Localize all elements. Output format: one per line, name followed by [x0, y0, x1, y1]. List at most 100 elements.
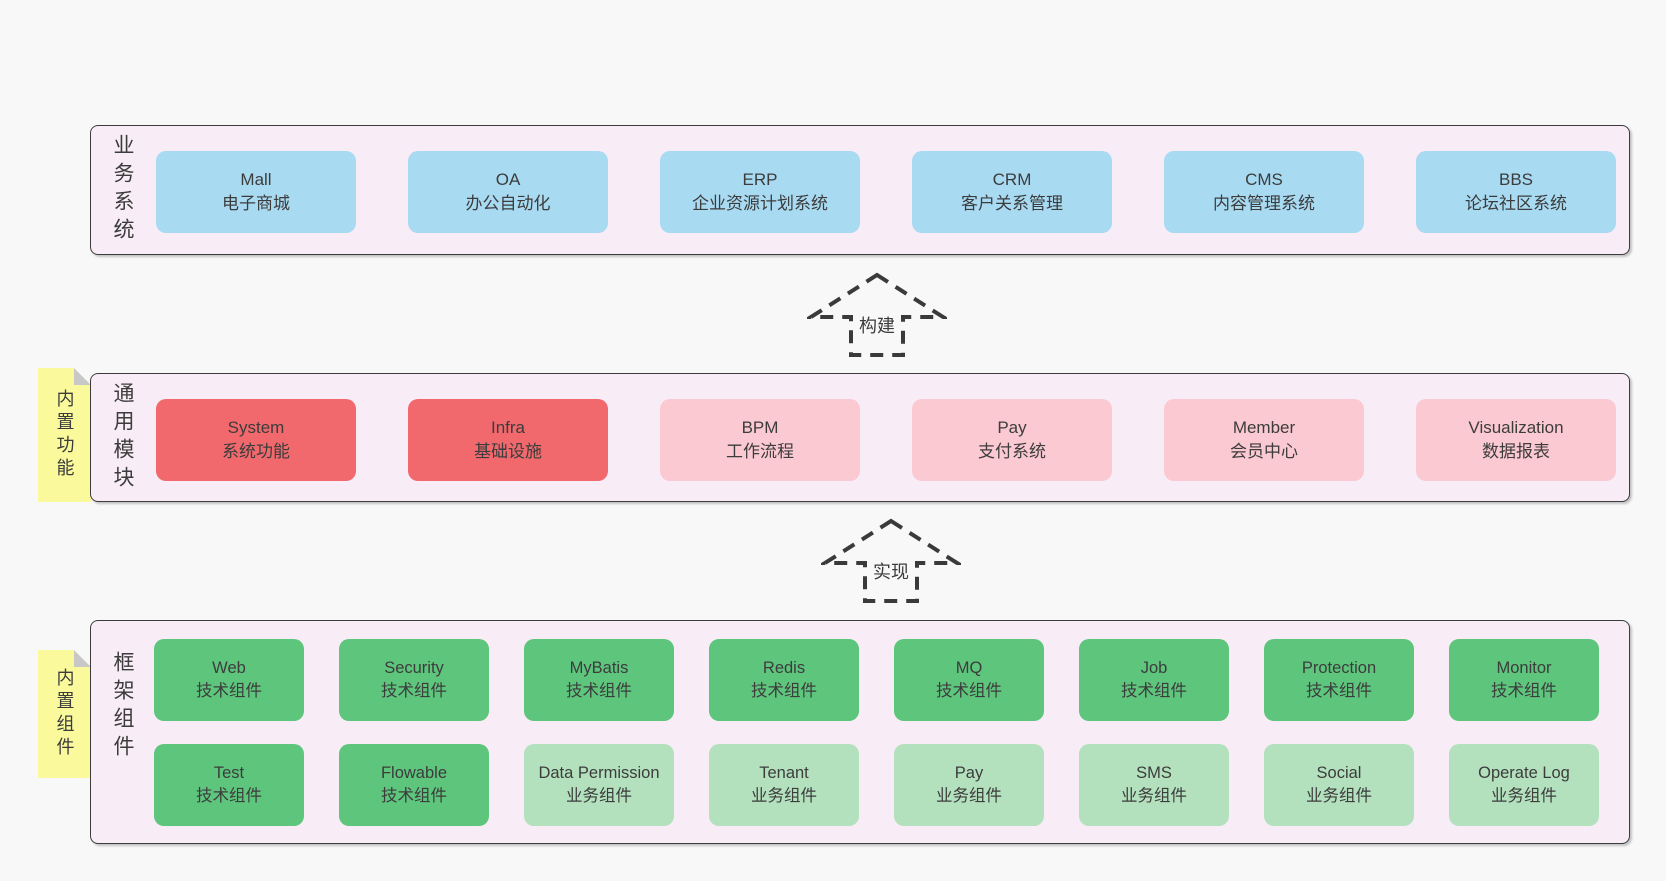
box-title: Member	[1232, 417, 1296, 437]
box-subtitle: 业务组件	[1306, 787, 1372, 805]
band-framework-components: 框架组件 Web 技术组件 Security 技术组件 MyBatis 技术组件…	[90, 620, 1630, 844]
box-subtitle: 技术组件	[381, 787, 447, 805]
business-systems-label: 业务系统	[111, 134, 134, 246]
band-common-modules: 通用模块 System 系统功能 Infra 基础设施 BPM 工作流程 Pay…	[90, 373, 1630, 502]
component-box-web: Web 技术组件	[154, 639, 304, 721]
box-subtitle: 技术组件	[1121, 682, 1187, 700]
box-subtitle: 业务组件	[1491, 787, 1557, 805]
box-title: CMS	[1245, 169, 1283, 189]
box-title: Protection	[1301, 659, 1377, 678]
box-title: BPM	[741, 417, 779, 437]
box-title: System	[227, 417, 285, 437]
component-box-test: Test 技术组件	[154, 744, 304, 826]
box-title: Mall	[240, 169, 272, 189]
box-subtitle: 内容管理系统	[1213, 194, 1315, 213]
module-box-member: Member 会员中心	[1164, 399, 1364, 481]
component-box-protection: Protection 技术组件	[1264, 639, 1414, 721]
note-fold-corner	[74, 650, 91, 667]
box-subtitle: 办公自动化	[465, 194, 551, 213]
box-title: Flowable	[380, 764, 448, 783]
system-box-bbs: BBS 论坛社区系统	[1416, 151, 1616, 233]
system-box-cms: CMS 内容管理系统	[1164, 151, 1364, 233]
build-arrow: 构建	[807, 272, 947, 358]
box-title: ERP	[742, 169, 778, 189]
sticky-note-builtin-features: 内置功能	[38, 368, 91, 502]
box-title: Operate Log	[1478, 764, 1570, 783]
component-box-mq: MQ 技术组件	[894, 639, 1044, 721]
box-subtitle: 客户关系管理	[961, 194, 1063, 213]
box-subtitle: 系统功能	[222, 442, 290, 461]
box-title: Pay	[997, 417, 1027, 437]
box-title: Pay	[954, 764, 984, 783]
component-box-redis: Redis 技术组件	[709, 639, 859, 721]
box-subtitle: 数据报表	[1482, 442, 1550, 461]
box-title: OA	[495, 169, 521, 189]
system-box-mall: Mall 电子商城	[156, 151, 356, 233]
box-subtitle: 企业资源计划系统	[692, 194, 828, 213]
box-title: Tenant	[759, 764, 809, 783]
up-arrow-icon	[821, 518, 961, 603]
common-modules-label: 通用模块	[111, 381, 134, 494]
box-title: MQ	[955, 659, 983, 678]
box-title: BBS	[1498, 169, 1534, 189]
arrow-label: 实现	[870, 558, 912, 584]
box-title: Monitor	[1496, 659, 1552, 678]
module-box-visualization: Visualization 数据报表	[1416, 399, 1616, 481]
system-box-crm: CRM 客户关系管理	[912, 151, 1112, 233]
module-box-system: System 系统功能	[156, 399, 356, 481]
box-subtitle: 业务组件	[1121, 787, 1187, 805]
box-subtitle: 技术组件	[381, 682, 447, 700]
box-title: Social	[1316, 764, 1362, 783]
box-subtitle: 基础设施	[474, 442, 542, 461]
component-box-sms: SMS 业务组件	[1079, 744, 1229, 826]
box-subtitle: 论坛社区系统	[1465, 194, 1567, 213]
module-box-bpm: BPM 工作流程	[660, 399, 860, 481]
framework-components-label: 框架组件	[111, 651, 134, 763]
box-subtitle: 业务组件	[751, 787, 817, 805]
band-business-systems: 业务系统 Mall 电子商城 OA 办公自动化 ERP 企业资源计划系统 CRM…	[90, 125, 1630, 255]
system-box-erp: ERP 企业资源计划系统	[660, 151, 860, 233]
box-subtitle: 工作流程	[726, 442, 794, 461]
module-box-infra: Infra 基础设施	[408, 399, 608, 481]
component-box-monitor: Monitor 技术组件	[1449, 639, 1599, 721]
up-arrow-icon	[807, 272, 947, 357]
note-text: 内置功能	[54, 389, 75, 481]
box-title: Data Permission	[538, 764, 660, 783]
box-title: Security	[384, 659, 444, 678]
note-text: 内置组件	[54, 668, 75, 760]
component-box-security: Security 技术组件	[339, 639, 489, 721]
box-subtitle: 技术组件	[936, 682, 1002, 700]
box-title: Job	[1140, 659, 1168, 678]
box-subtitle: 业务组件	[566, 787, 632, 805]
box-title: Redis	[762, 659, 806, 678]
module-box-pay: Pay 支付系统	[912, 399, 1112, 481]
component-box-tenant: Tenant 业务组件	[709, 744, 859, 826]
component-box-mybatis: MyBatis 技术组件	[524, 639, 674, 721]
box-subtitle: 技术组件	[1306, 682, 1372, 700]
box-subtitle: 技术组件	[196, 787, 262, 805]
box-subtitle: 支付系统	[978, 442, 1046, 461]
box-subtitle: 技术组件	[1491, 682, 1557, 700]
box-title: Test	[213, 764, 245, 783]
box-subtitle: 业务组件	[936, 787, 1002, 805]
box-title: Visualization	[1468, 417, 1564, 437]
box-title: SMS	[1136, 764, 1172, 783]
box-title: CRM	[992, 169, 1032, 189]
component-box-data-permission: Data Permission 业务组件	[524, 744, 674, 826]
box-subtitle: 技术组件	[196, 682, 262, 700]
box-title: Web	[212, 659, 246, 678]
sticky-note-builtin-components: 内置组件	[38, 650, 91, 778]
component-box-operate-log: Operate Log 业务组件	[1449, 744, 1599, 826]
box-title: MyBatis	[569, 659, 629, 678]
component-box-flowable: Flowable 技术组件	[339, 744, 489, 826]
box-title: Infra	[490, 417, 526, 437]
note-fold-corner	[74, 368, 91, 385]
implement-arrow: 实现	[821, 518, 961, 604]
box-subtitle: 技术组件	[566, 682, 632, 700]
component-box-job: Job 技术组件	[1079, 639, 1229, 721]
box-subtitle: 电子商城	[222, 194, 290, 213]
arrow-label: 构建	[856, 312, 898, 338]
component-box-pay: Pay 业务组件	[894, 744, 1044, 826]
box-subtitle: 会员中心	[1230, 442, 1298, 461]
box-subtitle: 技术组件	[751, 682, 817, 700]
